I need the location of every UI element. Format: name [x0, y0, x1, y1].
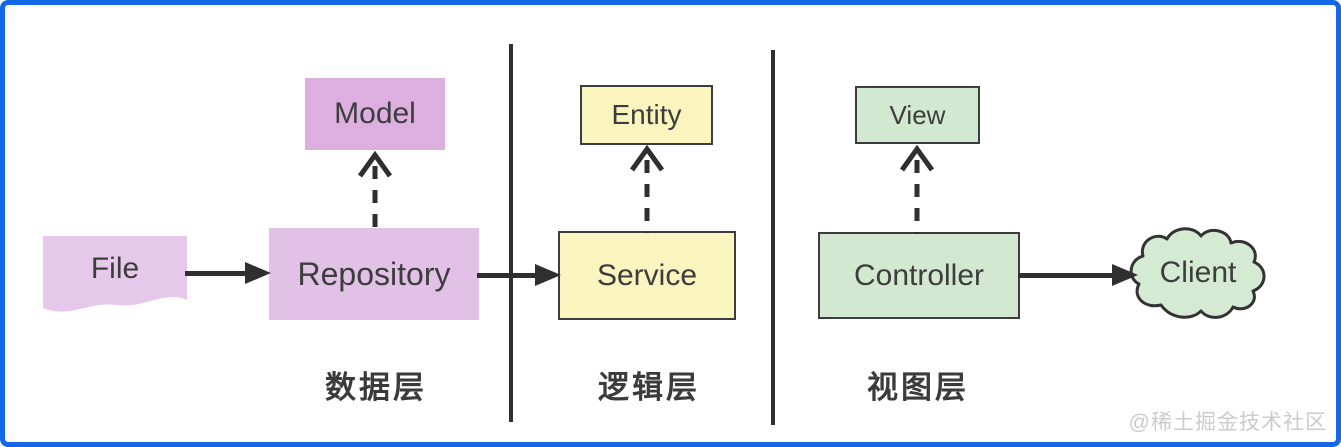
controller-label: Controller	[853, 258, 985, 292]
layer-divider-1	[509, 44, 513, 422]
node-client: Client	[1124, 220, 1272, 326]
layer-label-view: 视图层	[867, 370, 969, 405]
view-label: View	[889, 99, 946, 130]
entity-label: Entity	[611, 99, 682, 130]
layer-divider-2	[771, 50, 775, 425]
service-label: Service	[596, 258, 698, 292]
arrow-shaft	[477, 272, 541, 278]
watermark: @稀土掘金技术社区	[1128, 411, 1327, 434]
arrow-shaft	[185, 270, 251, 276]
node-repository: Repository	[269, 228, 479, 320]
dashed-arrow-controller-to-view	[899, 144, 935, 234]
arrow-controller-to-client	[1018, 264, 1138, 286]
layer-label-logic: 逻辑层	[598, 370, 700, 405]
cloud-shape-icon	[1129, 227, 1266, 319]
arrow-head-icon	[1112, 264, 1138, 286]
document-shape-icon	[43, 236, 187, 312]
node-service: Service	[558, 231, 736, 320]
arrow-head-icon	[245, 262, 271, 284]
model-label: Model	[334, 97, 416, 130]
layer-label-data: 数据层	[325, 370, 427, 405]
dashed-arrow-service-to-entity	[629, 144, 665, 233]
arrow-file-to-repository	[185, 262, 271, 284]
arrow-head-icon	[535, 264, 561, 286]
client-label: Client	[1159, 256, 1237, 289]
dashed-arrow-repository-to-model	[357, 150, 393, 230]
repository-label: Repository	[297, 255, 451, 292]
file-label: File	[90, 252, 140, 285]
node-file: File	[43, 236, 187, 320]
arrow-shaft	[1018, 272, 1118, 278]
arrow-repository-to-service	[477, 264, 561, 286]
node-entity: Entity	[580, 85, 713, 145]
node-model: Model	[305, 78, 445, 150]
node-view: View	[855, 86, 980, 144]
node-controller: Controller	[818, 232, 1020, 319]
